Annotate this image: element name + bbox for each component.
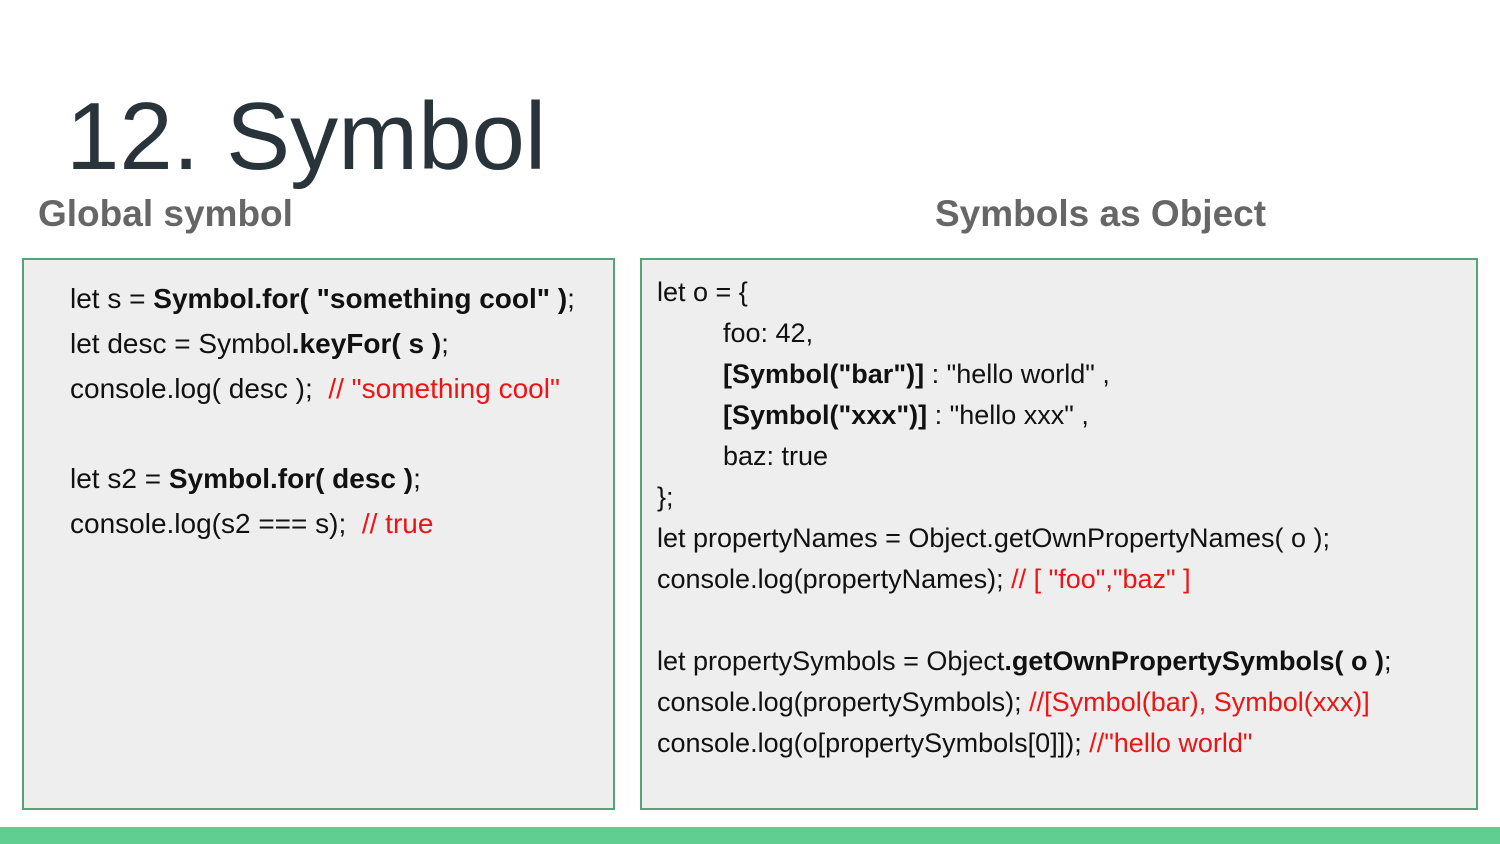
code-line: console.log( desc ); // "something cool" bbox=[70, 366, 605, 411]
code-segment-normal: console.log(s2 === s); bbox=[70, 508, 362, 539]
code-line: let propertySymbols = Object.getOwnPrope… bbox=[657, 641, 1468, 682]
code-line: let s2 = Symbol.for( desc ); bbox=[70, 456, 605, 501]
code-segment-comment: // [ "foo","baz" ] bbox=[1011, 564, 1191, 594]
code-segment-bold: [Symbol("bar")] bbox=[723, 359, 925, 389]
code-line: let o = { bbox=[657, 272, 1468, 313]
code-line: }; bbox=[657, 477, 1468, 518]
code-segment-normal: let s2 = bbox=[70, 463, 169, 494]
code-line: let s = Symbol.for( "something cool" ); bbox=[70, 276, 605, 321]
code-segment-normal: ; bbox=[441, 328, 449, 359]
code-segment-normal: let propertySymbols = Object bbox=[657, 646, 1005, 676]
code-line: foo: 42, bbox=[657, 313, 1468, 354]
code-segment-normal: let o = { bbox=[657, 277, 748, 307]
code-segment-normal: ; bbox=[1383, 646, 1392, 676]
code-segment-comment: //[Symbol(bar), Symbol(xxx)] bbox=[1029, 687, 1370, 717]
code-line: console.log(o[propertySymbols[0]]); //"h… bbox=[657, 723, 1468, 764]
section-heading-global-symbol: Global symbol bbox=[38, 193, 293, 234]
section-heading-symbols-as-object: Symbols as Object bbox=[935, 193, 1267, 234]
code-block-global-symbol: let s = Symbol.for( "something cool" );l… bbox=[22, 258, 615, 810]
code-segment-normal: baz: true bbox=[723, 441, 829, 471]
code-line: console.log(s2 === s); // true bbox=[70, 501, 605, 546]
code-line: [Symbol("bar")] : "hello world" , bbox=[657, 354, 1468, 395]
code-segment-normal: ; bbox=[413, 463, 421, 494]
code-segment-normal: : "hello world" , bbox=[924, 359, 1110, 389]
code-line: let propertyNames = Object.getOwnPropert… bbox=[657, 518, 1468, 559]
code-line: let desc = Symbol.keyFor( s ); bbox=[70, 321, 605, 366]
code-segment-comment: // true bbox=[361, 508, 434, 539]
code-segment-comment: // "something cool" bbox=[328, 373, 560, 404]
code-segment-normal: let propertyNames = Object.getOwnPropert… bbox=[657, 523, 1331, 553]
code-segment-normal: console.log(propertyNames); bbox=[657, 564, 1012, 594]
code-segment-normal: let desc = Symbol bbox=[70, 328, 292, 359]
code-segment-bold: [Symbol("xxx")] bbox=[723, 400, 928, 430]
code-line: [Symbol("xxx")] : "hello xxx" , bbox=[657, 395, 1468, 436]
code-segment-normal: }; bbox=[657, 482, 674, 512]
code-segment-comment: //"hello world" bbox=[1089, 728, 1253, 758]
code-line: console.log(propertyNames); // [ "foo","… bbox=[657, 559, 1468, 600]
code-segment-normal: console.log(propertySymbols); bbox=[657, 687, 1030, 717]
page-title: 12. Symbol bbox=[66, 83, 547, 190]
code-segment-bold: .getOwnPropertySymbols( o ) bbox=[1004, 646, 1384, 676]
code-segment-normal: console.log(o[propertySymbols[0]]); bbox=[657, 728, 1090, 758]
code-line bbox=[657, 600, 1468, 641]
code-line bbox=[70, 411, 605, 456]
code-segment-normal: ; bbox=[567, 283, 575, 314]
code-segment-normal: foo: 42, bbox=[723, 318, 814, 348]
code-segment-bold: Symbol.for( desc ) bbox=[168, 463, 414, 494]
code-line: console.log(propertySymbols); //[Symbol(… bbox=[657, 682, 1468, 723]
code-segment-bold: Symbol.for( "something cool" ) bbox=[153, 283, 568, 314]
footer-accent-bar bbox=[0, 827, 1500, 844]
code-segment-bold: .keyFor( s ) bbox=[291, 328, 442, 359]
code-segment-normal: : "hello xxx" , bbox=[927, 400, 1089, 430]
code-block-symbols-as-object: let o = { foo: 42, [Symbol("bar")] : "hell… bbox=[640, 258, 1478, 810]
code-segment-normal: console.log( desc ); bbox=[70, 373, 329, 404]
code-line: baz: true bbox=[657, 436, 1468, 477]
code-segment-normal: let s = bbox=[70, 283, 154, 314]
